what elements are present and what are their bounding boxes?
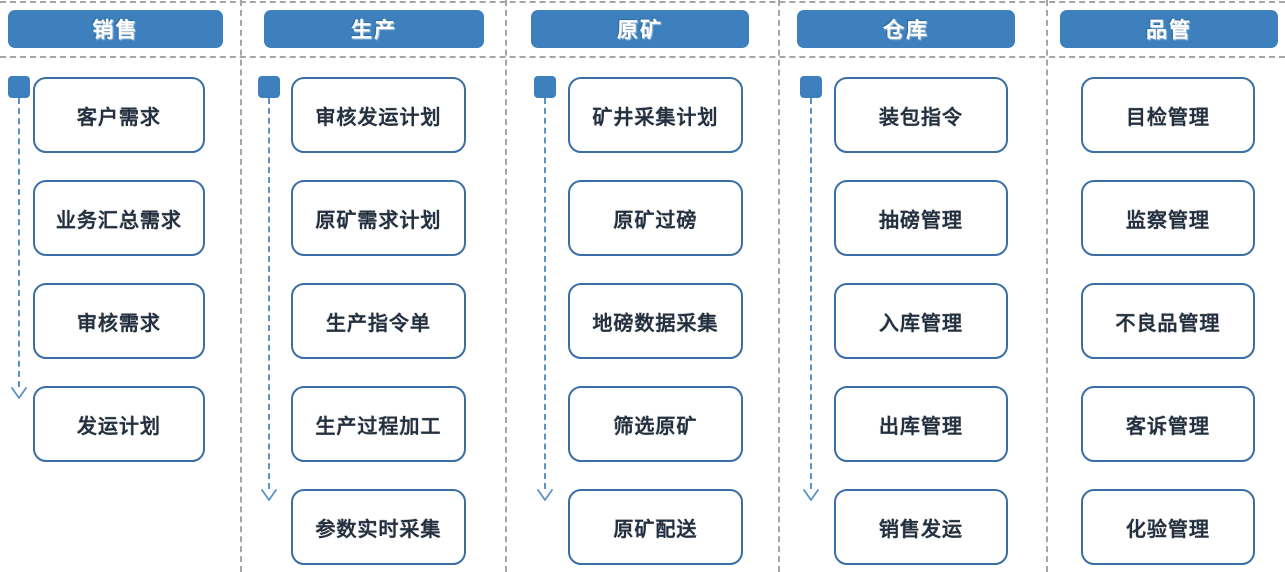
process-card[interactable]: 生产指令单 [291,283,466,359]
lane-divider-3 [778,0,780,572]
flow-arrowhead-icon [11,387,27,400]
process-card[interactable]: 业务汇总需求 [33,180,205,256]
lane-divider-2 [505,0,507,572]
flow-start-marker-icon [8,76,30,98]
process-card[interactable]: 矿井采集计划 [568,77,743,153]
lane-divider-1 [240,0,242,572]
flow-start-marker-icon [800,76,822,98]
flow-dashed-line [268,98,270,489]
process-card[interactable]: 筛选原矿 [568,386,743,462]
flow-start-marker-icon [258,76,280,98]
process-card[interactable]: 监察管理 [1081,180,1255,256]
process-card[interactable]: 客户需求 [33,77,205,153]
lane-header-5[interactable]: 品管 [1060,10,1278,48]
process-card[interactable]: 审核发运计划 [291,77,466,153]
process-card[interactable]: 不良品管理 [1081,283,1255,359]
flow-dashed-line [544,98,546,489]
process-card[interactable]: 抽磅管理 [834,180,1008,256]
lane-header-3[interactable]: 原矿 [531,10,749,48]
flow-dashed-line [18,98,20,387]
process-card[interactable]: 出库管理 [834,386,1008,462]
process-card[interactable]: 审核需求 [33,283,205,359]
process-card[interactable]: 原矿需求计划 [291,180,466,256]
process-card[interactable]: 销售发运 [834,489,1008,565]
process-card[interactable]: 参数实时采集 [291,489,466,565]
lane-header-4[interactable]: 仓库 [797,10,1015,48]
flow-arrowhead-icon [803,489,819,502]
lane-header-1[interactable]: 销售 [8,10,223,48]
process-card[interactable]: 客诉管理 [1081,386,1255,462]
process-card[interactable]: 地磅数据采集 [568,283,743,359]
flow-dashed-line [810,98,812,489]
process-card[interactable]: 装包指令 [834,77,1008,153]
flow-start-marker-icon [534,76,556,98]
flow-arrowhead-icon [537,489,553,502]
process-card[interactable]: 入库管理 [834,283,1008,359]
lane-border-header [0,56,1285,58]
process-card[interactable]: 发运计划 [33,386,205,462]
process-card[interactable]: 目检管理 [1081,77,1255,153]
process-card[interactable]: 原矿配送 [568,489,743,565]
lane-divider-4 [1046,0,1048,572]
process-card[interactable]: 生产过程加工 [291,386,466,462]
lane-header-2[interactable]: 生产 [264,10,484,48]
process-card[interactable]: 化验管理 [1081,489,1255,565]
lane-border-top [0,1,1285,3]
process-card[interactable]: 原矿过磅 [568,180,743,256]
flow-arrowhead-icon [261,489,277,502]
